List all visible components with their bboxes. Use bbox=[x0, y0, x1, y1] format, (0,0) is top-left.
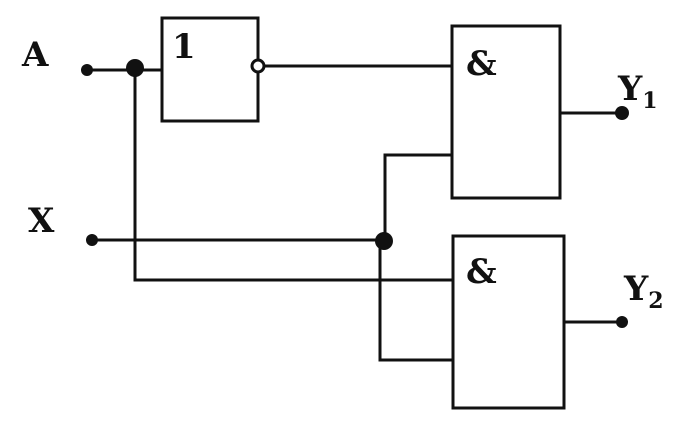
and-gate-2-body bbox=[451, 234, 566, 410]
output-y1-label: Y1 bbox=[617, 69, 658, 114]
junction-x bbox=[375, 232, 393, 250]
and-gate-1-body bbox=[450, 24, 562, 200]
output-y1-subscript: 1 bbox=[642, 88, 657, 114]
not-gate-inversion-bubble bbox=[250, 58, 266, 74]
not-gate bbox=[160, 16, 266, 123]
and-gate-2-symbol: & bbox=[466, 252, 497, 292]
terminal-y1 bbox=[615, 106, 629, 120]
terminal-a bbox=[81, 64, 93, 76]
not-gate-symbol: 1 bbox=[172, 27, 196, 67]
output-y2-label: Y2 bbox=[623, 269, 664, 314]
output-y2-subscript: 2 bbox=[648, 288, 663, 314]
and-gate-1-symbol: & bbox=[466, 44, 497, 84]
output-y2-main: Y bbox=[623, 269, 649, 309]
connection-dots bbox=[81, 59, 629, 328]
output-y1-main: Y bbox=[617, 69, 643, 109]
not-gate-body bbox=[160, 16, 260, 123]
input-a-label: A bbox=[21, 35, 49, 75]
junction-a bbox=[126, 59, 144, 77]
input-x-label: X bbox=[28, 201, 55, 241]
wires bbox=[85, 64, 624, 362]
terminal-x bbox=[86, 234, 98, 246]
terminal-y2 bbox=[616, 316, 628, 328]
